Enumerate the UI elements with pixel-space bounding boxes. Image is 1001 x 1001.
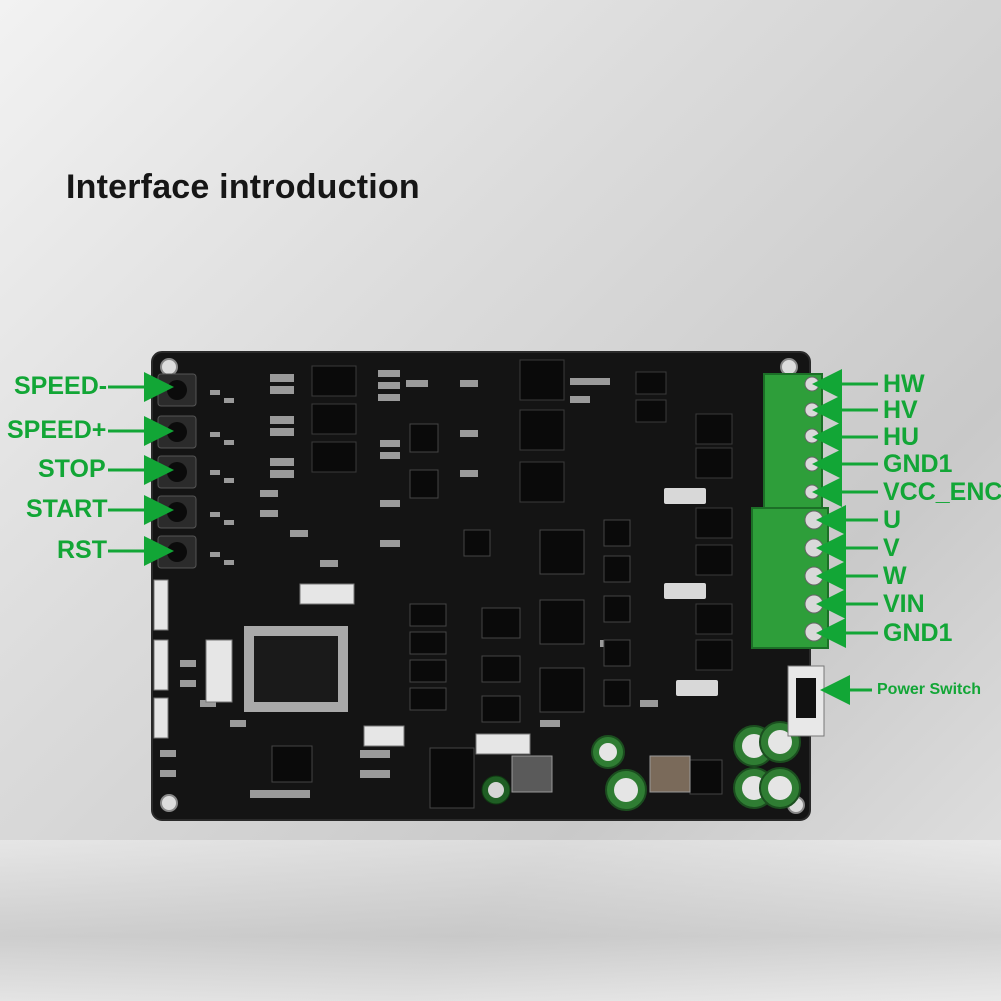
background-floor [0, 840, 1001, 1001]
label-w: W [883, 562, 907, 590]
label-gnd1-top: GND1 [883, 450, 953, 478]
label-stop: STOP [38, 455, 106, 483]
power-resistors [664, 488, 718, 696]
mounting-holes [160, 358, 805, 814]
label-hv: HV [883, 396, 918, 424]
label-vin: VIN [883, 590, 925, 618]
pin-headers [153, 579, 531, 755]
label-vcc-enc: VCC_ENC [883, 478, 1001, 506]
terminal-blocks [751, 373, 829, 649]
left-arrows [108, 372, 174, 566]
mcu-chip [244, 626, 348, 712]
capacitors [481, 721, 801, 811]
label-u: U [883, 506, 902, 534]
label-rst: RST [57, 536, 107, 564]
label-hu: HU [883, 423, 920, 451]
inductors [511, 755, 691, 793]
label-start: START [26, 495, 108, 523]
label-power-switch: Power Switch [877, 681, 982, 698]
smd-components [160, 370, 658, 798]
power-switch-component [787, 665, 825, 737]
label-speed-minus: SPEED- [14, 372, 108, 400]
page-title: Interface introduction [66, 168, 420, 206]
right-arrows [812, 369, 878, 705]
label-v: V [883, 534, 900, 562]
label-gnd1-bottom: GND1 [883, 619, 953, 647]
power-transistors [311, 359, 733, 671]
label-hw: HW [883, 370, 925, 398]
ic-chips [271, 423, 723, 809]
label-speed-plus: SPEED+ [7, 416, 107, 444]
